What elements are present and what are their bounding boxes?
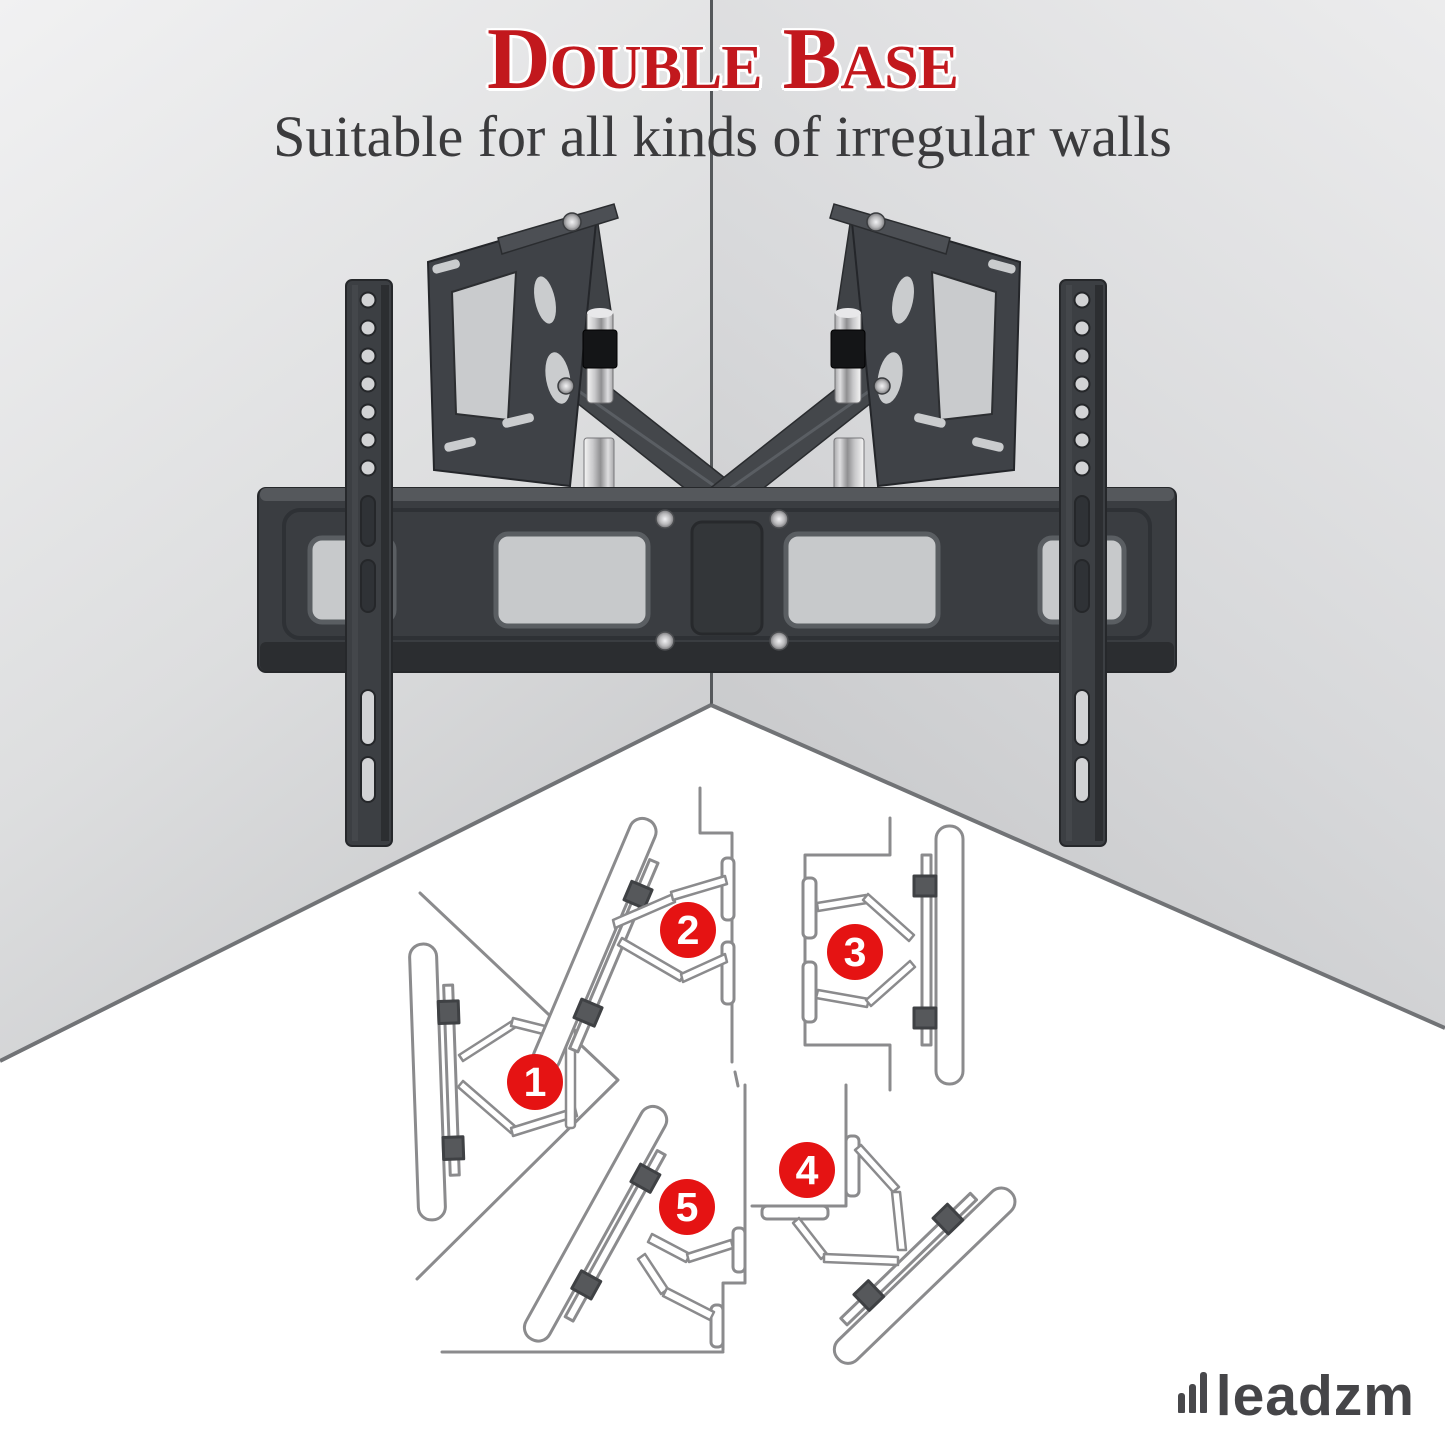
rail-clamp — [570, 1269, 603, 1301]
right-wall-edge — [710, 703, 1445, 1030]
cylinder-clamp-block — [582, 329, 618, 369]
wall-plate — [720, 856, 736, 922]
rail-clamp — [572, 997, 604, 1028]
left-wall-edge — [0, 703, 712, 1063]
bar-cutout — [493, 531, 651, 629]
mounting-configurations-diagram — [408, 786, 1017, 1365]
rail-clamp — [852, 1279, 886, 1312]
config-2-badge: 2 — [660, 902, 716, 958]
bar-inner-outline — [282, 508, 1152, 640]
wall-plate — [801, 960, 818, 1024]
rail-clamp — [912, 1006, 938, 1030]
brand-name: leadzm — [1215, 1364, 1415, 1428]
vertical-tv-rail — [345, 279, 393, 847]
page-title: Double Base — [487, 11, 959, 108]
rivet — [655, 631, 675, 651]
articulating-arms — [791, 1143, 908, 1267]
rail-clamp — [931, 1202, 965, 1236]
config-5-badge: 5 — [659, 1179, 715, 1235]
wall-lines — [733, 1070, 740, 1088]
flange-screw — [562, 212, 582, 232]
wall-plate — [709, 1303, 725, 1349]
wall-plate — [720, 940, 736, 1006]
tv-side-view — [408, 942, 447, 1222]
rail-clamp — [622, 879, 654, 910]
brand-logo: leadzm — [1177, 1364, 1415, 1428]
rivet — [769, 631, 789, 651]
wall-plate-opening — [450, 270, 518, 422]
wall-plate — [731, 1226, 747, 1274]
rail-clamp — [629, 1162, 662, 1194]
pivot-screw — [557, 377, 575, 395]
config-3-alcove-mount — [801, 816, 965, 1092]
bar-top-lip — [260, 488, 1174, 501]
plate-slot — [432, 259, 460, 274]
bar-cutout — [783, 531, 941, 629]
wall-plate — [801, 876, 818, 940]
plate-slot — [502, 413, 534, 428]
wall-plate — [760, 1204, 830, 1221]
tv-side-view — [531, 816, 658, 1073]
articulating-arms — [636, 1232, 735, 1322]
rivet — [655, 509, 675, 529]
signal-bars-icon — [1177, 1372, 1211, 1413]
config-3-badge: 3 — [827, 924, 883, 980]
wall-lines — [721, 1083, 747, 1352]
articulating-arms — [611, 874, 729, 984]
config-4-badge: 4 — [779, 1142, 835, 1198]
config-5-stepped-base-mount — [440, 1083, 747, 1354]
config-1-corner-mount — [408, 891, 620, 1281]
rail-clamp — [436, 999, 461, 1026]
tv-side-view — [832, 1186, 1017, 1365]
tv-rail — [442, 983, 461, 1177]
bar-bottom-lip — [260, 642, 1174, 671]
horizontal-bracket-bar — [257, 487, 1177, 673]
plate-hole — [534, 276, 556, 324]
subtitle: Suitable for all kinds of irregular wall… — [273, 104, 1172, 169]
wall-lines — [803, 816, 892, 1092]
rivet — [769, 509, 789, 529]
plate-slot — [444, 437, 476, 452]
config-2-stepped-wall-mount — [531, 786, 740, 1088]
tv-mount-product-photo — [257, 202, 1177, 847]
config-4-under-shelf-mount — [750, 1083, 1017, 1365]
wall-lines — [415, 891, 620, 1281]
vertical-tv-rail-right — [1059, 279, 1107, 847]
center-recess — [690, 520, 764, 636]
rail-clamp — [441, 1135, 466, 1161]
tv-side-view — [522, 1104, 669, 1343]
tv-rail — [920, 853, 933, 1047]
wall-plate — [844, 1134, 861, 1198]
rail-clamp — [912, 874, 938, 898]
cylinder-cap — [587, 308, 613, 318]
articulating-arms — [814, 892, 917, 1009]
config-1-badge: 1 — [507, 1054, 563, 1110]
tv-side-view — [934, 824, 965, 1086]
